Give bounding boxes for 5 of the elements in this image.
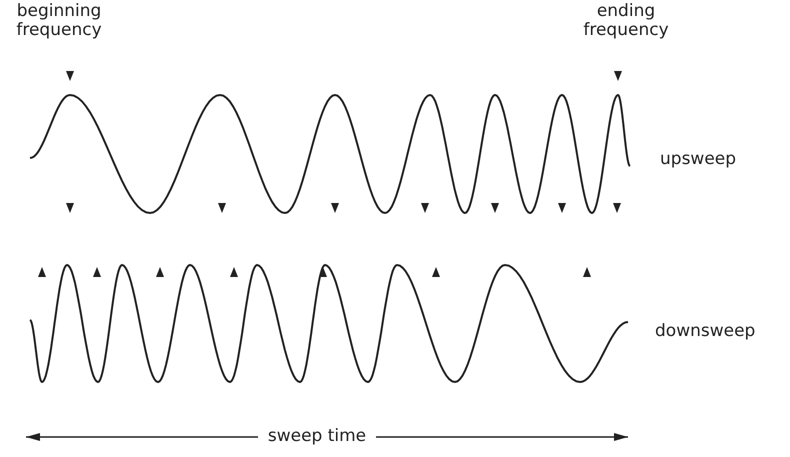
waveform-label: upsweep <box>660 150 738 169</box>
annotation-label: beginning frequency <box>15 2 103 40</box>
dimension-label: sweep time <box>266 427 368 446</box>
waveform-label: downsweep <box>655 322 756 341</box>
annotation-label: ending frequency <box>582 2 670 40</box>
